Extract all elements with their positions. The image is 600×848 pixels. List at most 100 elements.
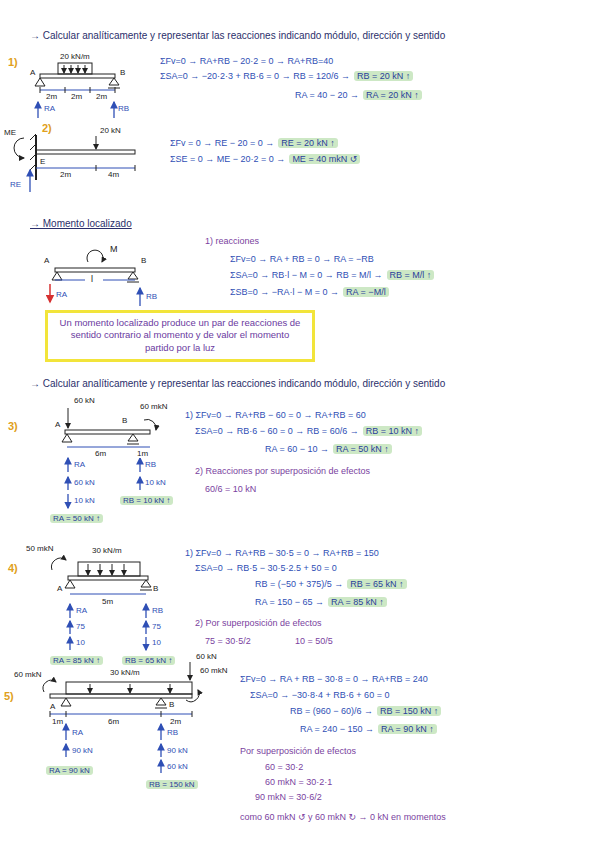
- drawing-label: A: [30, 68, 35, 77]
- problem-number: 3): [8, 420, 18, 433]
- equation: ΣFv = 0 → RE − 20 = 0 →: [170, 138, 274, 148]
- note-text: 60 mkN = 30·2·1: [265, 777, 332, 787]
- reaction-label: 60 kN: [167, 762, 188, 771]
- note-text: Por superposición de efectos: [240, 746, 356, 756]
- drawing-label: B: [153, 584, 158, 593]
- drawing-label: 60 mkN: [200, 666, 228, 675]
- drawing-label: 60 kN: [196, 652, 217, 661]
- drawing-label: 2m: [60, 170, 71, 179]
- reaction-label: RA: [44, 104, 55, 113]
- drawing-label: B: [122, 416, 127, 425]
- equation: RB = (−50 + 375)/5 →: [255, 579, 343, 589]
- drawing-label: A: [55, 420, 60, 429]
- note-text: 90 mkN = 30·6/2: [255, 792, 322, 802]
- problem-number: 5): [4, 690, 14, 703]
- note-text: 2) Reacciones por superposición de efect…: [195, 466, 370, 476]
- drawing-label: 60 mkN: [140, 402, 168, 411]
- note-text: 75 = 30·5/2: [205, 636, 251, 646]
- drawing-label: A: [44, 256, 49, 265]
- drawing-label: A: [50, 702, 55, 711]
- result-highlight: RB = M/l ↑: [387, 270, 435, 280]
- drawing-label: M: [110, 244, 118, 254]
- drawing-label: 1m: [52, 717, 63, 726]
- reaction-label: RB: [152, 606, 163, 615]
- reaction-label: RA: [72, 728, 83, 737]
- section-heading: → Momento localizado: [30, 218, 132, 230]
- drawing-label: l: [91, 274, 93, 284]
- equation: ΣSA=0 → RB·5 − 30·5·2.5 + 50 = 0: [195, 563, 337, 573]
- drawing-label: 60 kN: [74, 396, 95, 405]
- result-highlight: RA = 90 kN: [46, 766, 93, 775]
- reaction-label: RB: [146, 292, 157, 301]
- equation: RA = 240 − 150 →: [300, 724, 374, 734]
- note-box: Un momento localizado produce un par de …: [45, 310, 315, 362]
- drawing-label: 20 kN/m: [60, 52, 90, 61]
- result-highlight: RB = 10 kN ↑: [120, 496, 173, 505]
- equation: ΣSA=0 → RB·6 − 60 = 0 → RB = 60/6 →: [195, 426, 359, 436]
- reaction-label: 90 kN: [72, 746, 93, 755]
- drawing-label: 30 kN/m: [110, 668, 140, 677]
- reaction-label: RE: [10, 180, 21, 189]
- drawing-label: 50 mkN: [26, 544, 54, 553]
- reaction-label: RB: [118, 104, 129, 113]
- problem-number: 1): [8, 56, 18, 69]
- drawing-label: E: [40, 157, 45, 166]
- reaction-label: 10 kN: [74, 496, 95, 505]
- equation: ΣSE = 0 → ME − 20·2 = 0 →: [170, 154, 285, 164]
- result-highlight: RB = 150 kN: [146, 780, 198, 789]
- heading: → Calcular analíticamente y representar …: [30, 378, 445, 390]
- note-text: 2) Por superposición de efectos: [195, 618, 322, 628]
- reaction-label: RA: [56, 290, 67, 299]
- note-text: 10 = 50/5: [295, 636, 333, 646]
- reaction-label: 75: [152, 622, 161, 631]
- drawing-label: 6m: [95, 449, 106, 458]
- reaction-label: RA: [76, 606, 87, 615]
- note-text: Un momento localizado produce un par de …: [56, 317, 304, 354]
- reaction-label: RB: [167, 728, 178, 737]
- equation: RA = 150 − 65 →: [255, 597, 324, 607]
- problem-number: 2): [42, 122, 52, 135]
- reaction-label: 10 kN: [145, 478, 166, 487]
- drawing-label: B: [120, 68, 125, 77]
- drawing-label: 2m: [71, 92, 82, 101]
- equation: ΣFv=0 → RA + RB = 0 → RA = −RB: [230, 254, 374, 264]
- drawing-label: 6m: [108, 717, 119, 726]
- drawing-label: 2m: [96, 92, 107, 101]
- equation: ΣSA=0 → −30·8·4 + RB·6 + 60 = 0: [250, 690, 389, 700]
- equation: ΣFv=0 → RA + RB − 30·8 = 0 → RA+RB = 240: [240, 674, 428, 684]
- drawing-label: B: [141, 256, 146, 265]
- result-highlight: RA = 50 kN ↑: [50, 514, 103, 523]
- result-highlight: RB = 10 kN ↑: [363, 426, 422, 436]
- equation: ΣSA=0 → RB·l − M = 0 → RB = M/l →: [230, 270, 383, 280]
- drawing-label: 2m: [170, 717, 181, 726]
- drawing-label: 60 mkN: [14, 670, 42, 679]
- result-highlight: ME = 40 mkN ↺: [289, 154, 360, 164]
- equation: RA = 40 − 20 →: [295, 90, 359, 100]
- equation: ΣFv=0 → RA+RB − 20·2 = 0 → RA+RB=40: [160, 56, 333, 66]
- note-text: como 60 mkN ↺ y 60 mkN ↻ → 0 kN en momen…: [240, 812, 446, 822]
- result-highlight: RB = 65 kN ↑: [122, 656, 175, 665]
- drawing-label: 4m: [108, 170, 119, 179]
- reaction-label: RB: [145, 460, 156, 469]
- result-highlight: RB = 65 kN ↑: [347, 579, 406, 589]
- reaction-label: 75: [76, 622, 85, 631]
- result-highlight: RE = 20 kN ↑: [278, 138, 337, 148]
- reaction-label: RA: [74, 460, 85, 469]
- result-highlight: RA = 85 kN ↑: [50, 656, 103, 665]
- equation: RB = (960 − 60)/6 →: [290, 706, 373, 716]
- note-text: 60/6 = 10 kN: [205, 484, 256, 494]
- reaction-label: 10: [76, 638, 85, 647]
- note-text: 60 = 30·2: [265, 762, 303, 772]
- drawing-label: 5m: [102, 597, 113, 606]
- drawing-label: 30 kN/m: [92, 546, 122, 555]
- result-highlight: RA = −M/l: [343, 287, 389, 297]
- result-highlight: RA = 50 kN ↑: [333, 444, 392, 454]
- reaction-label: 10: [152, 638, 161, 647]
- reaction-label: 90 kN: [167, 746, 188, 755]
- equation: ΣSA=0 → −20·2·3 + RB·6 = 0 → RB = 120/6 …: [160, 71, 350, 81]
- result-highlight: RA = 85 kN ↑: [328, 597, 387, 607]
- drawing-label: B: [169, 700, 174, 709]
- note-text: 1) reacciones: [205, 236, 259, 246]
